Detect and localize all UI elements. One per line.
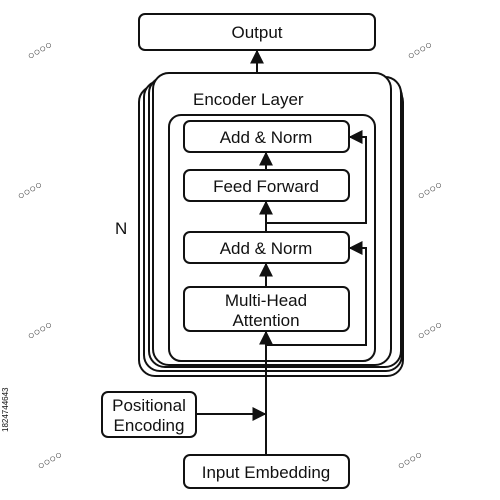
svg-text:○○○○: ○○○○	[416, 179, 445, 203]
repeat-count-label: N	[115, 219, 127, 238]
add-norm-top-label: Add & Norm	[220, 128, 313, 147]
add-norm-bottom-label: Add & Norm	[220, 239, 313, 258]
attention-label-line1: Multi-Head	[225, 291, 307, 310]
residual-connection-feedforward	[266, 130, 367, 224]
stock-id-label: 1824744643	[1, 387, 10, 432]
svg-text:○○○○: ○○○○	[26, 39, 55, 63]
output-label: Output	[231, 23, 282, 42]
positional-label-line1: Positional	[112, 396, 186, 415]
feed-forward-label: Feed Forward	[213, 177, 319, 196]
svg-text:○○○○: ○○○○	[26, 319, 55, 343]
svg-text:○○○○: ○○○○	[396, 449, 425, 473]
residual-connection-attention	[266, 241, 367, 346]
attention-label-line2: Attention	[232, 311, 299, 330]
encoder-layer-title: Encoder Layer	[193, 90, 304, 109]
svg-text:○○○○: ○○○○	[36, 449, 65, 473]
svg-text:○○○○: ○○○○	[16, 179, 45, 203]
svg-text:○○○○: ○○○○	[416, 319, 445, 343]
svg-text:○○○○: ○○○○	[406, 39, 435, 63]
positional-label-line2: Encoding	[114, 416, 185, 435]
input-embedding-label: Input Embedding	[202, 463, 331, 482]
